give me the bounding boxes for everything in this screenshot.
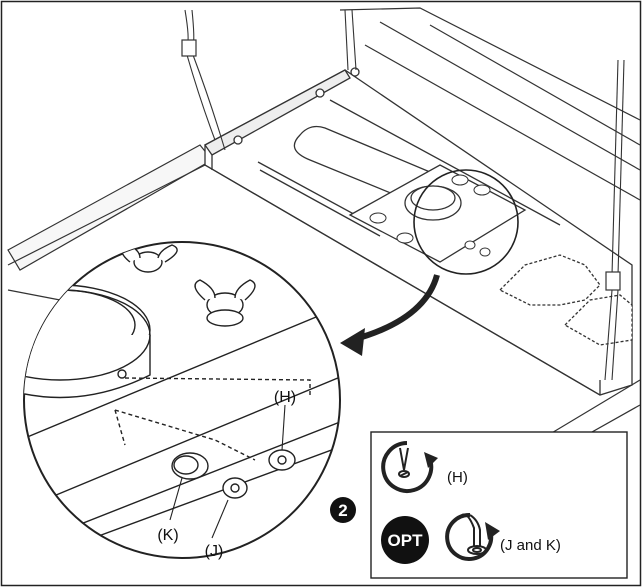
- label-k: (K): [157, 527, 178, 544]
- legend-jk-label: (J and K): [500, 537, 561, 554]
- step-number-badge: [330, 497, 356, 523]
- leader-lines: [169, 404, 286, 539]
- screwdriver-rotate-icon: [381, 441, 438, 493]
- step-number: 2: [338, 501, 347, 520]
- label-h: (H): [274, 389, 296, 406]
- opt-badge: OPT: [388, 531, 424, 550]
- ceiling-grid: [7, 7, 641, 451]
- arrow-head: [340, 328, 365, 356]
- legend-h-label: (H): [447, 469, 468, 486]
- hex-key-rotate-icon: [445, 512, 500, 561]
- hanging-wires: [184, 9, 625, 381]
- wing-nuts-small: [369, 174, 491, 257]
- curved-arrow-icon: [351, 274, 440, 343]
- detail-callout-circle: [413, 169, 519, 275]
- wing-nut-large: [194, 279, 256, 327]
- wire-clip: [605, 271, 621, 291]
- wire-clip: [181, 39, 197, 57]
- mounting-bracket: [204, 67, 633, 396]
- opt-badge-icon: [381, 516, 429, 564]
- label-j: (J): [205, 543, 224, 560]
